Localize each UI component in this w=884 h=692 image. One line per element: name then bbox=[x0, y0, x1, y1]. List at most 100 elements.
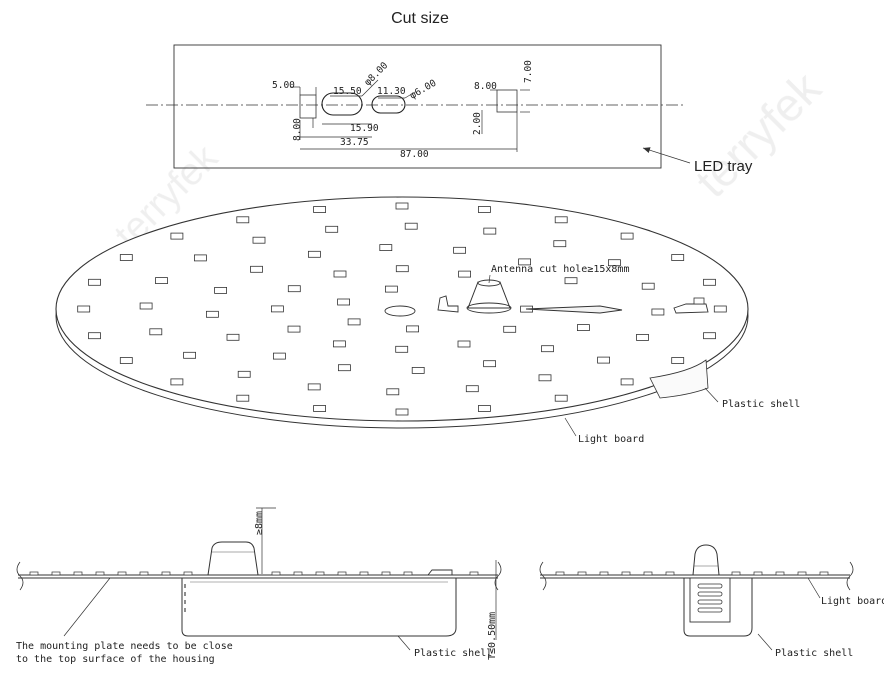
antenna-cap-right bbox=[692, 544, 720, 576]
led-chip bbox=[236, 216, 250, 224]
plastic-shell-edge bbox=[649, 359, 709, 399]
dim-15-50: 15.50 bbox=[333, 86, 362, 97]
board-chip bbox=[161, 571, 171, 576]
led-chip bbox=[465, 385, 479, 393]
board-chip bbox=[731, 571, 741, 576]
led-chip bbox=[564, 277, 578, 285]
led-chip bbox=[395, 345, 409, 353]
led-chip bbox=[236, 394, 250, 402]
dimension-lines bbox=[290, 79, 530, 152]
height-note: ≥8mm bbox=[254, 511, 265, 535]
board-chip bbox=[315, 571, 325, 576]
dim-5-00: 5.00 bbox=[272, 80, 295, 91]
led-chip bbox=[713, 305, 727, 313]
led-chip bbox=[541, 345, 554, 353]
led-chip bbox=[119, 357, 133, 364]
led-chip bbox=[77, 305, 91, 313]
break-mark-left bbox=[16, 561, 24, 591]
led-chip bbox=[170, 378, 184, 386]
led-chip bbox=[503, 325, 517, 333]
led-chip bbox=[651, 308, 665, 316]
board-chips-left bbox=[29, 571, 479, 576]
led-chip bbox=[205, 310, 219, 318]
led-chip bbox=[272, 352, 286, 360]
svg-text:terryfek: terryfek bbox=[685, 61, 831, 207]
cutout-rect-left bbox=[299, 94, 317, 119]
led-chip bbox=[671, 357, 685, 364]
connector-tab bbox=[693, 297, 705, 305]
dim-33-75: 33.75 bbox=[340, 137, 369, 148]
led-chip bbox=[608, 259, 621, 267]
side-view-right: Light board Plastic shell bbox=[539, 544, 884, 659]
led-chip bbox=[287, 285, 301, 293]
board-chip bbox=[95, 571, 105, 576]
led-chip bbox=[214, 286, 228, 294]
break-mark-right-end bbox=[846, 561, 854, 591]
led-chip bbox=[538, 374, 552, 382]
led-chip bbox=[477, 206, 491, 213]
led-chip bbox=[620, 378, 634, 386]
plastic-housing-left bbox=[181, 577, 457, 637]
plastic-shell-right-leader bbox=[757, 633, 773, 651]
antenna-note: Antenna cut hole≥15x8mm bbox=[491, 264, 629, 275]
led-chip bbox=[671, 254, 685, 261]
led-chip bbox=[384, 285, 398, 293]
led-chip bbox=[404, 222, 418, 230]
led-chip bbox=[193, 254, 207, 262]
led-chip bbox=[554, 394, 568, 402]
dim-8-00-left: 8.00 bbox=[292, 118, 303, 141]
board-chip bbox=[359, 571, 369, 576]
led-chip bbox=[379, 244, 393, 252]
board-chip bbox=[599, 571, 609, 576]
led-chip bbox=[577, 324, 590, 332]
cut-size-panel: 5.00 15.50 φ8.00 11.30 φ6.00 8.00 15.90 … bbox=[146, 44, 753, 175]
page-title: Cut size bbox=[391, 10, 449, 27]
led-chip bbox=[183, 351, 197, 359]
led-chip bbox=[553, 240, 567, 248]
led-chip bbox=[88, 332, 101, 340]
board-chip bbox=[337, 571, 347, 576]
led-chip bbox=[554, 216, 568, 224]
center-hole bbox=[384, 305, 416, 317]
plastic-shell-label-right: Plastic shell bbox=[775, 648, 853, 659]
led-chip bbox=[483, 360, 497, 368]
led-chip bbox=[155, 277, 168, 285]
led-chip bbox=[313, 206, 327, 213]
board-chip bbox=[381, 571, 391, 576]
board-chip bbox=[775, 571, 785, 576]
led-chip bbox=[458, 270, 472, 278]
light-board-label-right: Light board bbox=[821, 596, 884, 607]
board-chip bbox=[403, 571, 413, 576]
board-chip bbox=[469, 571, 479, 576]
plastic-shell-label-top: Plastic shell bbox=[722, 399, 800, 410]
led-chip bbox=[641, 282, 655, 290]
led-chip bbox=[333, 270, 347, 278]
led-chip bbox=[406, 325, 420, 333]
led-chip bbox=[250, 265, 263, 273]
led-chip bbox=[287, 325, 301, 333]
cutout-rect-right bbox=[496, 89, 518, 113]
led-chip bbox=[483, 227, 497, 235]
board-chip bbox=[577, 571, 587, 576]
led-chip bbox=[395, 408, 409, 416]
led-chip bbox=[226, 333, 240, 341]
board-chip bbox=[139, 571, 149, 576]
antenna-note-leader bbox=[488, 274, 491, 284]
led-chip bbox=[703, 278, 716, 286]
light-board-label: Light board bbox=[578, 434, 644, 445]
board-chip bbox=[643, 571, 653, 576]
led-chip bbox=[88, 278, 101, 286]
led-chip bbox=[270, 305, 284, 313]
mounting-note-line-2: to the top surface of the housing bbox=[16, 654, 215, 665]
board-chip bbox=[271, 571, 281, 576]
led-chip bbox=[149, 328, 163, 336]
light-board-leader bbox=[564, 417, 577, 437]
led-chip bbox=[457, 340, 471, 348]
board-chip bbox=[797, 571, 807, 576]
led-tray-callout: LED tray bbox=[694, 158, 753, 175]
board-chip bbox=[555, 571, 565, 576]
antenna-cap-side bbox=[207, 541, 259, 576]
dim-7-00: 7.00 bbox=[523, 60, 534, 83]
led-chip bbox=[337, 364, 351, 372]
wire-clip bbox=[437, 295, 459, 313]
